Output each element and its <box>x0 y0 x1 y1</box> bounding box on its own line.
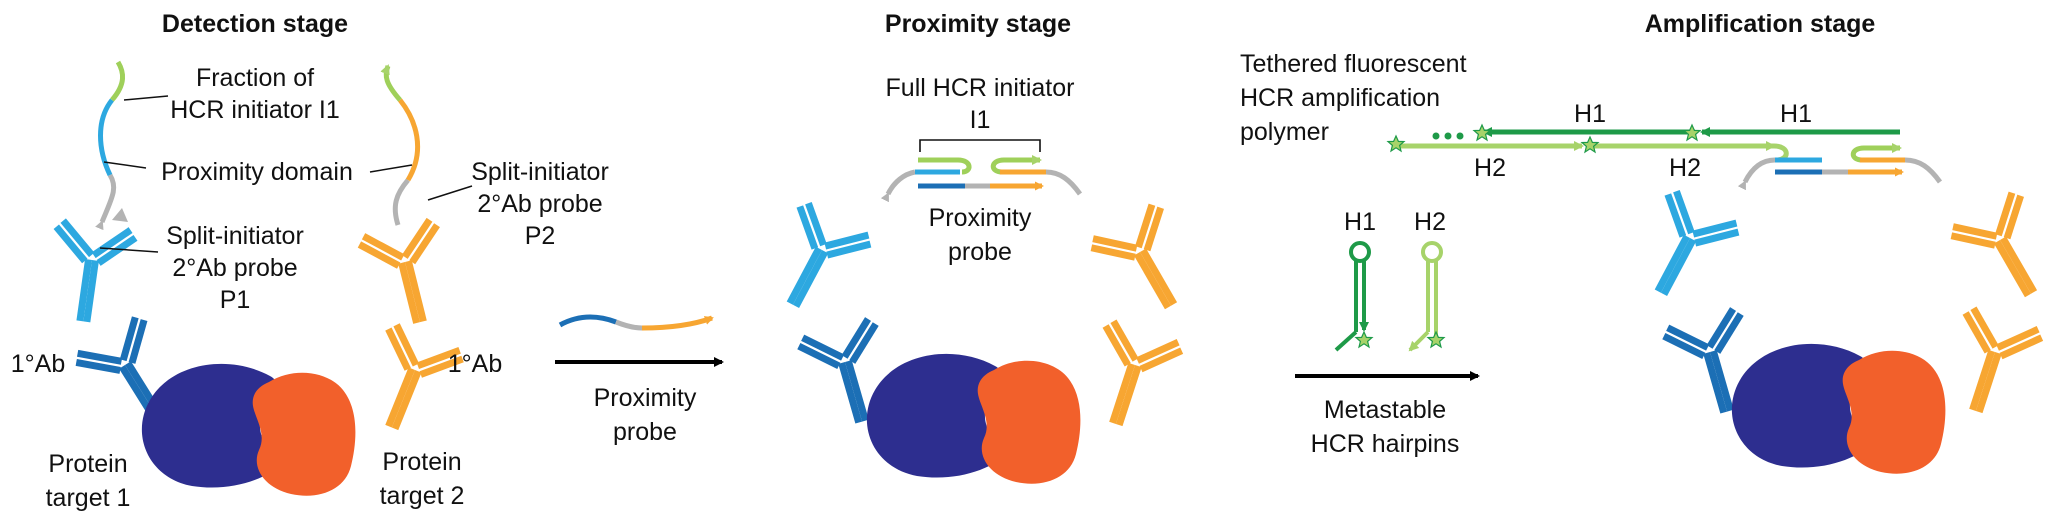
amp-left-gray <box>1737 157 1776 191</box>
polymer-h2-label-b: H2 <box>1669 154 1701 182</box>
leader-proximity-left <box>103 161 147 169</box>
full-initiator-line2: I1 <box>970 106 991 134</box>
p1-label-line3: P1 <box>220 286 251 314</box>
prox-secondary-ab-left <box>758 200 874 323</box>
primary-antibody-right <box>355 323 466 443</box>
fraction-label-line1: Fraction of <box>196 64 314 92</box>
p2-label-line1: Split-initiator <box>471 158 609 186</box>
detection-stage: Detection stage Fraction of HCR initiato… <box>11 10 609 512</box>
proximity-stage: Proximity stage Full HCR initiator I1 Pr… <box>758 10 1206 484</box>
proximity-domain-label: Proximity domain <box>161 158 353 186</box>
amp-init-right-green <box>1850 143 1902 163</box>
h2-fluorophore-star <box>1427 331 1445 348</box>
prox-left-gray <box>880 169 916 203</box>
secondary-antibody-p2 <box>358 218 459 331</box>
primary-ab-right-label: 1°Ab <box>448 350 502 378</box>
prox-init-green-left <box>918 157 972 175</box>
p1-strand-gray <box>95 173 117 231</box>
fraction-label-line2: HCR initiator I1 <box>170 96 340 124</box>
hairpin-h2-label: H2 <box>1414 208 1446 236</box>
step2-label-line1: Metastable <box>1324 396 1446 424</box>
tethered-line1: Tethered fluorescent <box>1240 50 1467 78</box>
prox-probe-label-line1: Proximity <box>929 204 1032 232</box>
leader-p1 <box>99 247 159 253</box>
proximity-probe-icon-gray <box>615 319 643 331</box>
protein1-label-line2: target 1 <box>46 484 131 512</box>
amp-secondary-ab-right <box>1948 190 2055 314</box>
p2-strand-gray <box>392 178 410 226</box>
polymer-star-2 <box>1473 124 1491 141</box>
p2-label-line3: P2 <box>525 222 556 250</box>
p2-label-line2: 2°Ab probe <box>477 190 602 218</box>
detection-title: Detection stage <box>162 10 348 38</box>
h1-fluorophore-star <box>1355 331 1373 348</box>
p1-label-line2: 2°Ab probe <box>172 254 297 282</box>
polymer-star-4 <box>1683 124 1701 141</box>
step1-transition: Proximity probe <box>555 314 724 446</box>
p2-initiator-fraction <box>380 64 402 102</box>
protein-target-2 <box>252 372 356 496</box>
primary-ab-left-label: 1°Ab <box>11 350 65 378</box>
polymer-h2-label-a: H2 <box>1474 154 1506 182</box>
step2-transition: H1 H2 Metastable HCR hairpins <box>1295 208 1480 458</box>
full-initiator-line1: Full HCR initiator <box>886 74 1075 102</box>
p1-label-line1: Split-initiator <box>166 222 304 250</box>
proximity-probe-icon-orange <box>641 315 714 331</box>
step1-label-line2: probe <box>613 418 677 446</box>
protein2-label-line2: target 2 <box>380 482 465 510</box>
leader-fraction <box>123 95 169 101</box>
amp-secondary-ab-left <box>1626 188 1742 311</box>
prox-secondary-ab-right <box>1088 202 1206 326</box>
prox-probe-label-line2: probe <box>948 238 1012 266</box>
initiator-bracket <box>919 139 1041 152</box>
polymer-h1-label-b: H1 <box>1780 100 1812 128</box>
p2-proximity-domain <box>398 98 421 182</box>
p1-proximity-domain <box>98 98 115 177</box>
hairpin-h1 <box>1334 241 1373 352</box>
p1-gray-arrowhead <box>112 208 128 222</box>
amplification-stage: Amplification stage Tethered fluorescent… <box>1240 10 2055 474</box>
polymer-star-3 <box>1581 136 1599 153</box>
polymer-star-1 <box>1387 135 1405 152</box>
prox-protein-2 <box>977 360 1081 484</box>
leader-proximity-right <box>369 164 413 173</box>
amp-right-gray <box>1904 157 1943 184</box>
protein2-label-line1: Protein <box>382 448 461 476</box>
step1-label-line1: Proximity <box>594 384 697 412</box>
proximity-probe-icon-blue <box>558 314 617 328</box>
secondary-antibody-p1 <box>44 220 137 327</box>
amp-primary-ab-right <box>1938 306 2044 423</box>
prox-primary-ab-right <box>1078 319 1184 436</box>
step2-label-line2: HCR hairpins <box>1311 430 1460 458</box>
polymer-dots <box>1432 132 1464 140</box>
prox-init-green-right <box>990 155 1042 175</box>
proximity-title: Proximity stage <box>885 10 1071 38</box>
protein1-label-line1: Protein <box>48 450 127 478</box>
p1-initiator-fraction <box>110 60 125 102</box>
hairpin-h2 <box>1408 241 1445 352</box>
tethered-line3: polymer <box>1240 118 1329 146</box>
prox-right-gray <box>1045 169 1083 196</box>
amp-protein-2 <box>1842 350 1946 474</box>
amplification-title: Amplification stage <box>1645 10 1876 38</box>
polymer-h1-label-a: H1 <box>1574 100 1606 128</box>
hairpin-h1-label: H1 <box>1344 208 1376 236</box>
tethered-line2: HCR amplification <box>1240 84 1440 112</box>
leader-p2 <box>427 185 473 201</box>
